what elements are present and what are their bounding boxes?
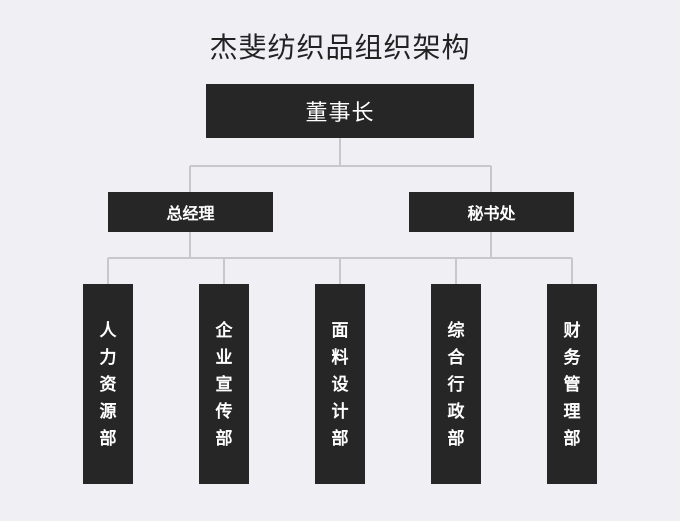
dept-label-char: 面 <box>331 321 349 341</box>
node-chairman-label: 董事长 <box>305 101 375 126</box>
dept-label-char: 管 <box>563 375 581 395</box>
node-dept-publicity: 企业宣传部 <box>199 284 249 484</box>
node-general-manager: 总经理 <box>108 192 273 232</box>
dept-label-char: 传 <box>215 402 233 422</box>
dept-label-char: 部 <box>215 429 233 449</box>
dept-label-char: 行 <box>447 375 465 395</box>
dept-label-char: 财 <box>563 321 581 341</box>
dept-label-char: 部 <box>563 429 581 449</box>
dept-label-char: 力 <box>99 348 117 368</box>
dept-label-char: 源 <box>99 402 117 422</box>
dept-label-char: 资 <box>99 375 117 395</box>
node-general-manager-label: 总经理 <box>166 204 215 223</box>
dept-label-char: 业 <box>215 348 233 368</box>
node-secretariat-label: 秘书处 <box>467 204 516 223</box>
dept-label-char: 部 <box>99 429 117 449</box>
chart-title: 杰斐纺织品组织架构 <box>209 31 471 64</box>
dept-label-char: 务 <box>563 348 581 368</box>
dept-label-char: 政 <box>447 402 465 422</box>
dept-label-char: 料 <box>331 348 349 368</box>
dept-label-char: 设 <box>331 375 349 395</box>
dept-label-char: 企 <box>215 321 233 341</box>
dept-label-char: 理 <box>563 402 581 422</box>
dept-label-char: 部 <box>447 429 465 449</box>
node-dept-admin: 综合行政部 <box>431 284 481 484</box>
dept-label-char: 综 <box>447 321 465 341</box>
node-chairman: 董事长 <box>206 84 474 138</box>
node-dept-fabric-design: 面料设计部 <box>315 284 365 484</box>
dept-label-char: 人 <box>99 321 117 341</box>
node-secretariat: 秘书处 <box>409 192 574 232</box>
dept-label-char: 计 <box>331 402 349 422</box>
dept-label-char: 宣 <box>215 375 233 395</box>
dept-label-char: 合 <box>447 348 465 368</box>
dept-label-char: 部 <box>331 429 349 449</box>
node-dept-hr: 人力资源部 <box>83 284 133 484</box>
node-dept-finance: 财务管理部 <box>547 284 597 484</box>
